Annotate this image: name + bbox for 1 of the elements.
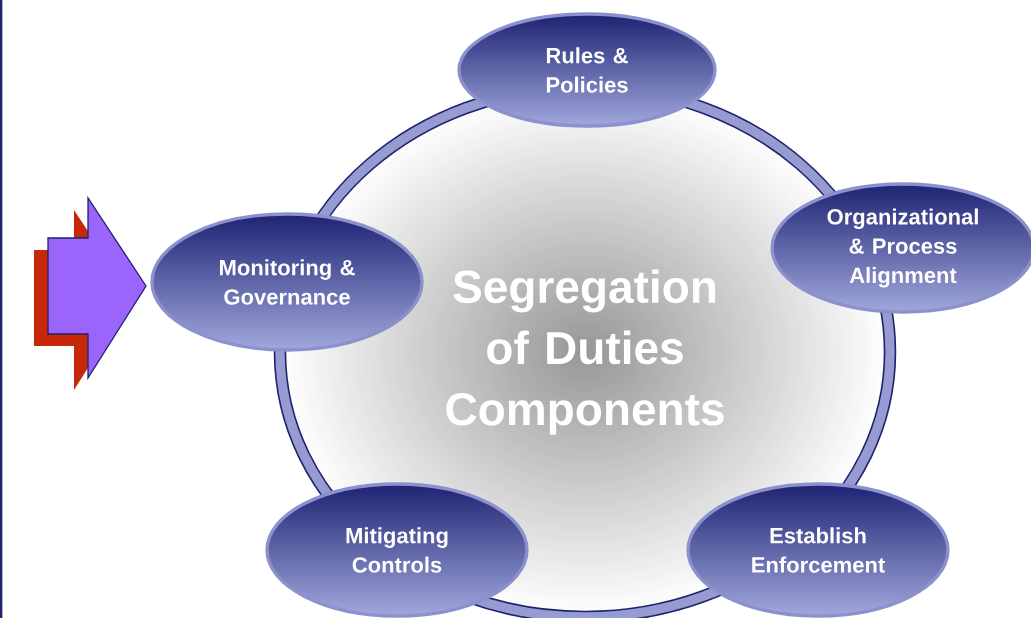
block-arrow <box>34 195 147 390</box>
